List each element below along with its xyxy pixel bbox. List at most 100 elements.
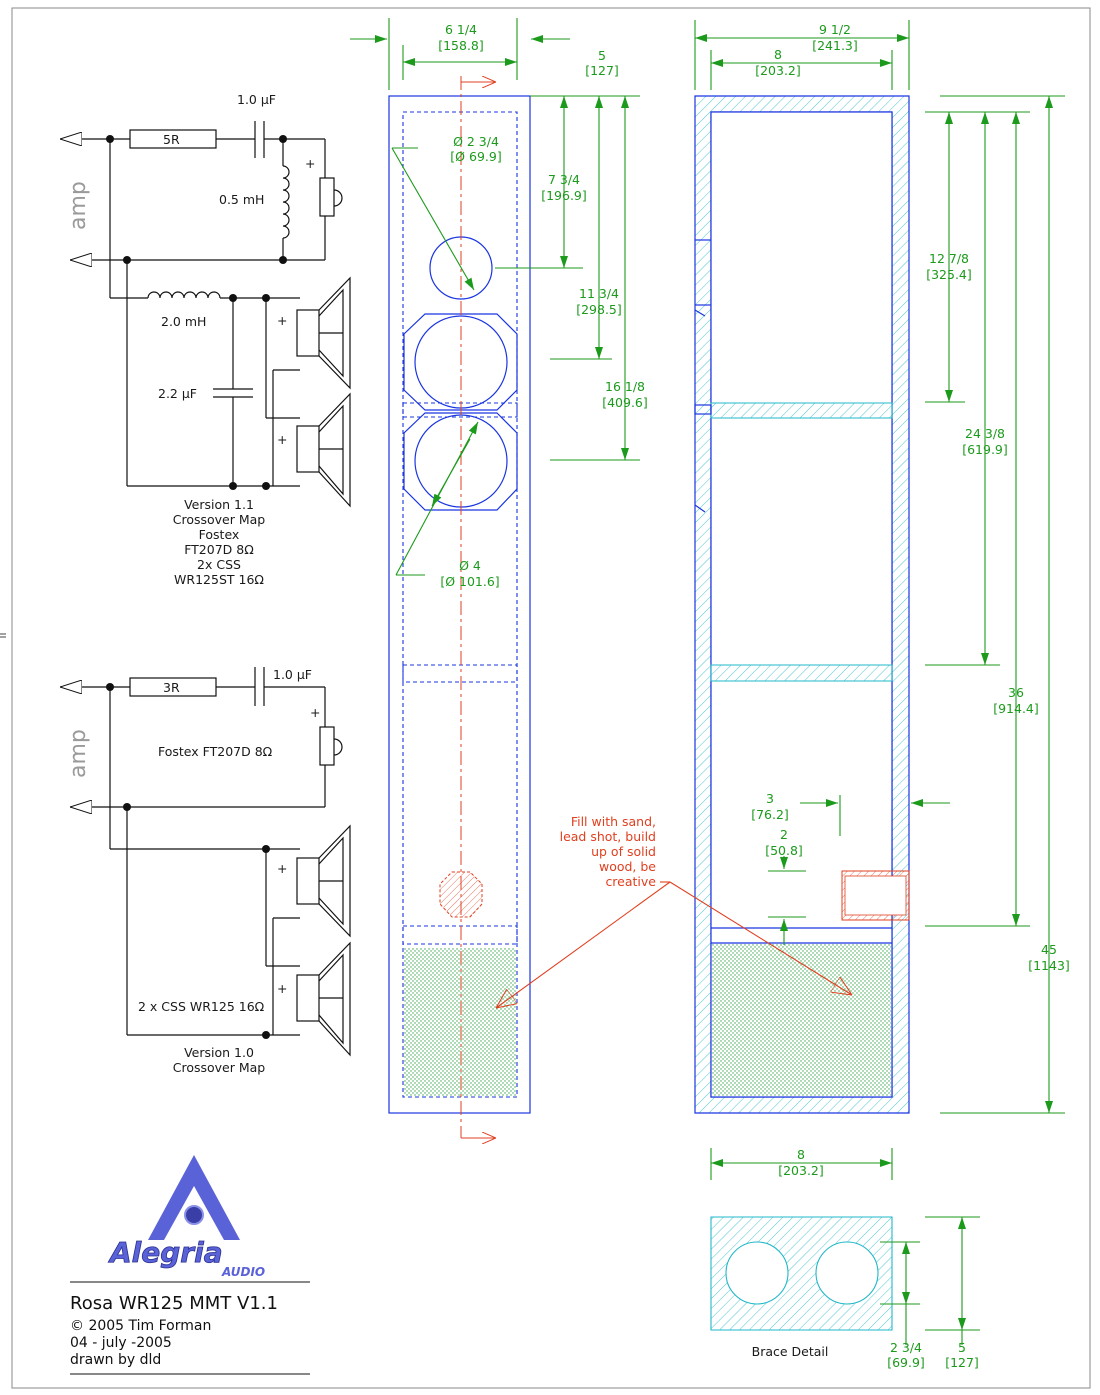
caption-line: WR125ST 16Ω (174, 572, 264, 587)
dim-port-height-mm: [50.8] (765, 843, 803, 858)
dim-inner-width: 8 (774, 47, 782, 62)
tweeter-icon (319, 726, 343, 766)
inductor-icon (147, 291, 221, 299)
woofer-icon (296, 276, 351, 390)
cap-label: 1.0 µF (273, 667, 312, 682)
dim-d3: 16 1/8 (605, 379, 645, 394)
brace-caption: Brace Detail (752, 1344, 829, 1359)
caption-line: FT207D 8Ω (184, 542, 254, 557)
inductor-label: 2.0 mH (161, 314, 206, 329)
plus-sign: + (277, 313, 287, 328)
alegria-logo: Alegria AUDIO (108, 1155, 265, 1279)
side-view: 9 1/2 [241.3] 8 [203.2] 12 7/8 [325.4] 2… (694, 20, 1070, 1114)
dim-woofer-dia: Ø 4 (459, 558, 481, 573)
resistor-label: 5R (163, 132, 180, 147)
woofer-icon (296, 824, 351, 938)
inductor-icon (282, 165, 290, 239)
dim-brace-width-mm: [203.2] (778, 1163, 824, 1178)
drawn-by: drawn by dld (70, 1352, 161, 1368)
fill-note: Fill with sand, lead shot, build up of s… (496, 814, 852, 1008)
cap-label: 1.0 µF (237, 92, 276, 107)
dim-tweeter-dia: Ø 2 3/4 (453, 134, 499, 149)
capacitor-icon (254, 121, 265, 158)
dim-brace-inner-mm: [69.9] (887, 1355, 925, 1370)
note-line: Fill with sand, (571, 814, 656, 829)
dim-h3-mm: [914.4] (993, 701, 1039, 716)
dim-d2-mm: [298.5] (576, 302, 622, 317)
woofer-label: 2 x CSS WR125 16Ω (138, 999, 265, 1014)
dim-port-height: 2 (780, 827, 788, 842)
dim-h1-mm: [325.4] (926, 267, 972, 282)
crossover-v11: amp 5R 1.0 µF 0.5 mH + 2.0 (60, 92, 351, 587)
dim-brace-outer-mm: [127] (945, 1355, 979, 1370)
dim-d2: 11 3/4 (579, 286, 619, 301)
amp-label: amp (66, 729, 91, 778)
brace-plate (710, 1216, 893, 1331)
copyright: © 2005 Tim Forman (70, 1318, 211, 1334)
note-line: creative (605, 874, 656, 889)
caption-line: Version 1.0 (184, 1045, 254, 1060)
drawing-date: 04 - july -2005 (70, 1335, 172, 1351)
dim-h2-mm: [619.9] (962, 442, 1008, 457)
dim-h3: 36 (1008, 685, 1024, 700)
dim-h1: 12 7/8 (929, 251, 969, 266)
capacitor-icon (213, 388, 253, 398)
caption-line: 2x CSS (197, 557, 241, 572)
title-block: Alegria AUDIO Rosa WR125 MMT V1.1 © 2005… (70, 1155, 310, 1375)
caption-line: Crossover Map (173, 512, 266, 527)
caption-line: Crossover Map (173, 1060, 266, 1075)
dim-h4: 45 (1041, 942, 1057, 957)
globe-icon (184, 1205, 204, 1225)
inductor-label: 0.5 mH (219, 192, 264, 207)
dim-d1-mm: [196.9] (541, 188, 587, 203)
resistor-label: 3R (163, 680, 180, 695)
dim-port-depth-mm: [76.2] (751, 807, 789, 822)
dim-offset-mm: [127] (585, 63, 619, 78)
brace (710, 402, 893, 419)
woofer-icon (296, 941, 351, 1057)
dim-d1: 7 3/4 (548, 172, 580, 187)
brace (710, 664, 893, 682)
capacitor-icon (254, 667, 265, 706)
plus-sign: + (277, 432, 287, 447)
caption-line: Version 1.1 (184, 497, 254, 512)
dim-width-mm: [158.8] (438, 38, 484, 53)
note-line: lead shot, build (560, 829, 656, 844)
dim-h4-mm: [1143] (1028, 958, 1070, 973)
brace-detail: 8 [203.2] 2 3/4 [69.9] 5 [127] Brace Det… (710, 1147, 980, 1370)
dim-width: 6 1/4 (445, 22, 477, 37)
front-view: 6 1/4 [158.8] 5 [127] Ø 2 3/4 [Ø 69.9] Ø… (350, 18, 648, 1138)
dim-inner-width-mm: [203.2] (755, 63, 801, 78)
plus-sign: + (310, 705, 320, 720)
sheet-border (11, 7, 1091, 1389)
dim-tweeter-dia-mm: [Ø 69.9] (450, 149, 501, 164)
dim-brace-outer: 5 (958, 1340, 966, 1355)
caption-line: Fostex (199, 527, 240, 542)
plus-sign: + (277, 981, 287, 996)
amp-label: amp (66, 181, 91, 230)
logo-sub: AUDIO (221, 1265, 265, 1279)
dim-d3-mm: [409.6] (602, 395, 648, 410)
amp-arrow-icon (60, 687, 325, 807)
logo-name: Alegria (108, 1236, 223, 1269)
dim-outer-width-mm: [241.3] (812, 38, 858, 53)
front-baffle (388, 95, 531, 1114)
tweeter-label: Fostex FT207D 8Ω (158, 744, 273, 759)
drawing-title: Rosa WR125 MMT V1.1 (70, 1293, 278, 1314)
dim-brace-inner: 2 3/4 (890, 1340, 922, 1355)
cap-label: 2.2 µF (158, 386, 197, 401)
tweeter-icon (319, 177, 343, 217)
amp-arrow-icon (60, 139, 283, 260)
plus-sign: + (305, 156, 315, 171)
dim-h2: 24 3/8 (965, 426, 1005, 441)
dim-offset: 5 (598, 48, 606, 63)
dim-outer-width: 9 1/2 (819, 22, 851, 37)
crossover-v10: amp 3R 1.0 µF + Fostex FT207D 8Ω (60, 667, 351, 1075)
dim-woofer-dia-mm: [Ø 101.6] (440, 574, 499, 589)
sand-fill (404, 948, 516, 1096)
note-line: up of solid (591, 844, 656, 859)
woofer-icon (296, 392, 351, 508)
sand-fill (712, 944, 891, 1096)
plus-sign: + (277, 861, 287, 876)
